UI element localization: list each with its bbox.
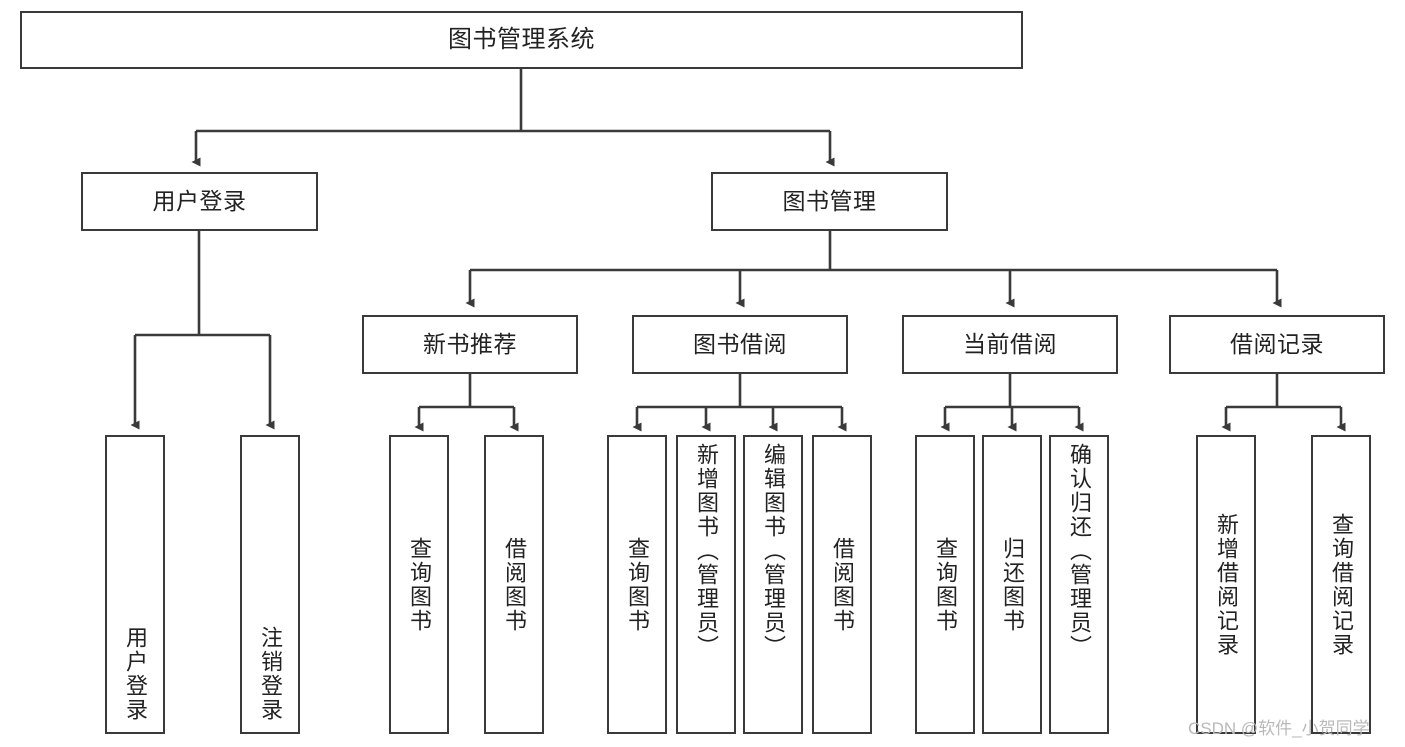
node-user-login[interactable]: 用户登录	[81, 172, 318, 231]
leaf-new-book-borrow[interactable]: 借阅图书	[484, 435, 544, 734]
node-book-borrow[interactable]: 图书借阅	[632, 315, 848, 374]
leaf-borrow-add-book[interactable]: 新增图书（管理员）	[676, 435, 736, 734]
leaf-user-login-logout-label: 注销登录	[258, 626, 283, 722]
node-current-borrow-label: 当前借阅	[963, 330, 1057, 357]
leaf-user-login-logout[interactable]: 注销登录	[240, 435, 300, 734]
leaf-user-login-login[interactable]: 用户登录	[105, 435, 165, 734]
leaf-record-query-label: 查询借阅记录	[1329, 512, 1354, 657]
leaf-current-return-book[interactable]: 归还图书	[982, 435, 1042, 734]
node-book-management[interactable]: 图书管理	[711, 172, 948, 231]
leaf-record-add-label: 新增借阅记录	[1214, 512, 1239, 657]
leaf-new-book-borrow-label: 借阅图书	[502, 536, 527, 633]
leaf-current-confirm-return-label: 确认归还（管理员）	[1067, 443, 1092, 659]
node-book-management-label: 图书管理	[782, 187, 877, 214]
leaf-current-query-book-label: 查询图书	[933, 536, 958, 633]
leaf-current-query-book[interactable]: 查询图书	[915, 435, 975, 734]
leaf-borrow-borrow-book-label: 借阅图书	[830, 536, 855, 633]
leaf-borrow-edit-book[interactable]: 编辑图书（管理员）	[743, 435, 803, 734]
leaf-user-login-login-label: 用户登录	[123, 626, 148, 722]
leaf-new-book-query[interactable]: 查询图书	[389, 435, 449, 734]
leaf-borrow-borrow-book[interactable]: 借阅图书	[812, 435, 872, 734]
node-new-book-recommend-label: 新书推荐	[423, 330, 517, 357]
leaf-borrow-query-book-label: 查询图书	[625, 536, 650, 633]
leaf-current-return-book-label: 归还图书	[1000, 536, 1025, 633]
node-root[interactable]: 图书管理系统	[20, 11, 1023, 69]
leaf-current-confirm-return[interactable]: 确认归还（管理员）	[1049, 435, 1109, 734]
leaf-borrow-add-book-label: 新增图书（管理员）	[694, 443, 719, 659]
node-root-label: 图书管理系统	[448, 25, 595, 53]
leaf-record-query[interactable]: 查询借阅记录	[1311, 435, 1371, 734]
leaf-new-book-query-label: 查询图书	[407, 536, 432, 633]
leaf-borrow-edit-book-label: 编辑图书（管理员）	[761, 443, 786, 659]
leaf-record-add[interactable]: 新增借阅记录	[1196, 435, 1256, 734]
node-user-login-label: 用户登录	[152, 187, 247, 214]
node-borrow-record[interactable]: 借阅记录	[1169, 315, 1385, 374]
node-current-borrow[interactable]: 当前借阅	[902, 315, 1118, 374]
node-book-borrow-label: 图书借阅	[693, 330, 787, 357]
node-borrow-record-label: 借阅记录	[1230, 330, 1324, 357]
watermark: CSDN @软件_小贺同学	[1188, 719, 1370, 738]
leaf-borrow-query-book[interactable]: 查询图书	[607, 435, 667, 734]
node-new-book-recommend[interactable]: 新书推荐	[362, 315, 578, 374]
